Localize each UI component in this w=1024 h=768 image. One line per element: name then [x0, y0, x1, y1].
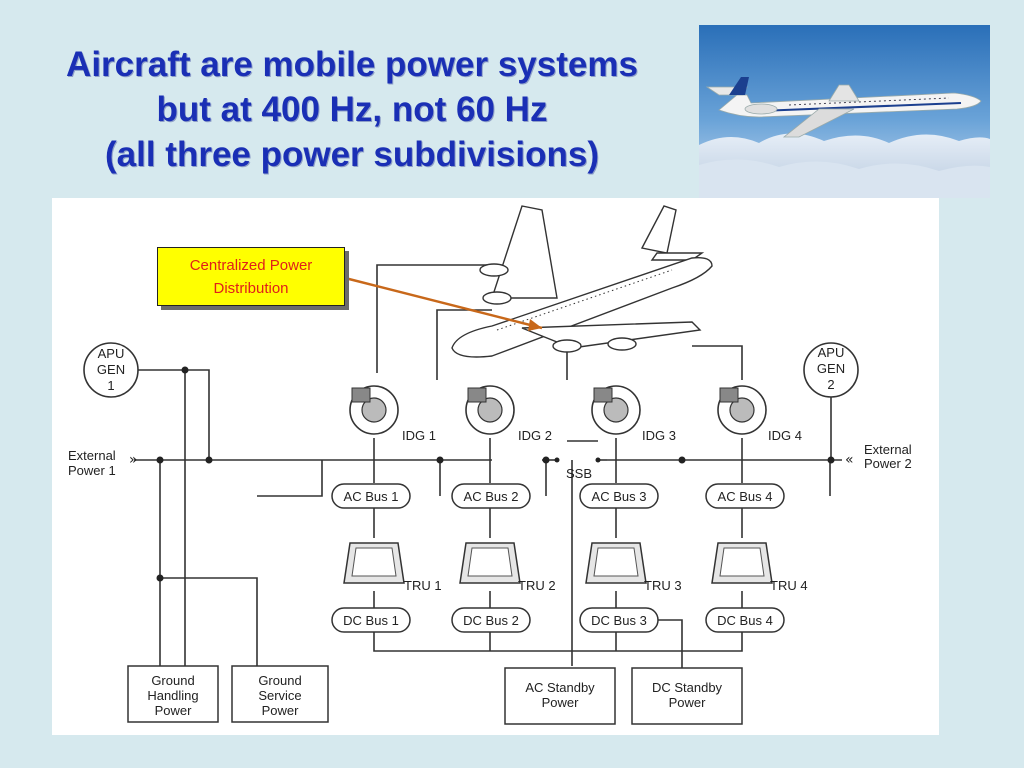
jumbo-jet-icon — [451, 205, 713, 358]
tru-3-label: TRU 3 — [644, 578, 682, 593]
dc-bus-4 — [705, 607, 785, 633]
external-power-1-line-1: External — [68, 448, 116, 463]
apu-gen-1-line-3: 1 — [107, 378, 114, 393]
idg-3: IDG 3 — [591, 385, 676, 443]
centralized-power-callout: Centralized Power Distribution — [157, 247, 345, 306]
callout-line-1: Centralized Power — [189, 257, 313, 274]
ac-standby-line-1: AC Standby — [525, 680, 595, 695]
apu-gen-1-line-1: APU — [98, 346, 125, 361]
dc-standby-power: DC Standby Power — [631, 667, 743, 725]
ac-bus-4-label: AC Bus 4 — [718, 489, 773, 504]
dc-bus-1-label: DC Bus 1 — [343, 613, 399, 628]
dc-bus-1 — [331, 607, 411, 633]
generator-icon — [591, 385, 641, 435]
diagram-svg: APU GEN 1 APU GEN 2 External Power 1 » «… — [68, 205, 912, 725]
dc-bus-2-label: DC Bus 2 — [463, 613, 519, 628]
ac-bus-3-label: AC Bus 3 — [592, 489, 647, 504]
apu-gen-2-line-3: 2 — [827, 377, 834, 392]
ground-handling-line-1: Ground — [151, 673, 194, 688]
external-power-1-connector-icon: » — [129, 452, 138, 468]
dc-bus-4-label: DC Bus 4 — [717, 613, 773, 628]
ground-service-line-2: Service — [258, 688, 301, 703]
power-distribution-diagram: APU GEN 1 APU GEN 2 External Power 1 » «… — [52, 198, 939, 735]
idg-1: IDG 1 — [349, 385, 436, 443]
tru-3: TRU 3 — [585, 542, 682, 593]
apu-gen-1: APU GEN 1 — [83, 342, 139, 398]
ground-handling-line-3: Power — [155, 703, 193, 718]
callout-line-2: Distribution — [213, 280, 289, 297]
title-line-2: but at 400 Hz, not 60 Hz — [156, 90, 548, 129]
external-power-2-line-2: Power 2 — [864, 456, 912, 471]
dc-standby-line-2: Power — [669, 695, 707, 710]
ground-service-power: Ground Service Power — [231, 665, 329, 723]
idg-4-label: IDG 4 — [768, 428, 802, 443]
title-line-1: Aircraft are mobile power systems — [66, 45, 638, 84]
tru-1: TRU 1 — [343, 542, 442, 593]
dc-bus-2 — [451, 607, 531, 633]
ac-standby-power: AC Standby Power — [504, 667, 616, 725]
airliner-in-sky-photo-icon — [699, 25, 990, 198]
external-power-2-line-1: External — [864, 442, 912, 457]
tru-2-label: TRU 2 — [518, 578, 556, 593]
idg-2: IDG 2 — [465, 385, 552, 443]
callout-arrow — [344, 276, 543, 330]
generator-icon — [465, 385, 515, 435]
dc-standby-line-1: DC Standby — [652, 680, 723, 695]
callout-arrowhead — [528, 319, 542, 331]
ac-bus-1 — [331, 483, 411, 509]
ac-bus-2 — [451, 483, 531, 509]
tru-4-label: TRU 4 — [770, 578, 808, 593]
ground-service-line-1: Ground — [258, 673, 301, 688]
title-line-3: (all three power subdivisions) — [105, 135, 599, 174]
ac-standby-line-2: Power — [542, 695, 580, 710]
ground-handling-line-2: Handling — [147, 688, 198, 703]
idg-4: IDG 4 — [717, 385, 802, 443]
tru-1-label: TRU 1 — [404, 578, 442, 593]
ac-bus-3 — [579, 483, 659, 509]
ground-service-line-3: Power — [262, 703, 300, 718]
ac-bus-4 — [705, 483, 785, 509]
dc-bus-3-label: DC Bus 3 — [591, 613, 647, 628]
slide-title: Aircraft are mobile power systems but at… — [14, 42, 690, 177]
generator-icon — [717, 385, 767, 435]
apu-gen-1-line-2: GEN — [97, 362, 125, 377]
dc-bus-3 — [579, 607, 659, 633]
generator-icon — [349, 385, 399, 435]
apu-gen-2-line-2: GEN — [817, 361, 845, 376]
external-power-1-line-2: Power 1 — [68, 463, 116, 478]
external-power-2-connector-icon: « — [845, 452, 854, 468]
tru-4: TRU 4 — [711, 542, 808, 593]
apu-gen-2-line-1: APU — [818, 345, 845, 360]
tru-2: TRU 2 — [459, 542, 556, 593]
airliner-photo — [699, 25, 990, 198]
idg-1-label: IDG 1 — [402, 428, 436, 443]
ssb-label: SSB — [566, 466, 592, 481]
ac-bus-1-label: AC Bus 1 — [344, 489, 399, 504]
ac-bus-2-label: AC Bus 2 — [464, 489, 519, 504]
ground-handling-power: Ground Handling Power — [127, 665, 219, 723]
apu-gen-2: APU GEN 2 — [803, 342, 859, 398]
idg-3-label: IDG 3 — [642, 428, 676, 443]
idg-2-label: IDG 2 — [518, 428, 552, 443]
